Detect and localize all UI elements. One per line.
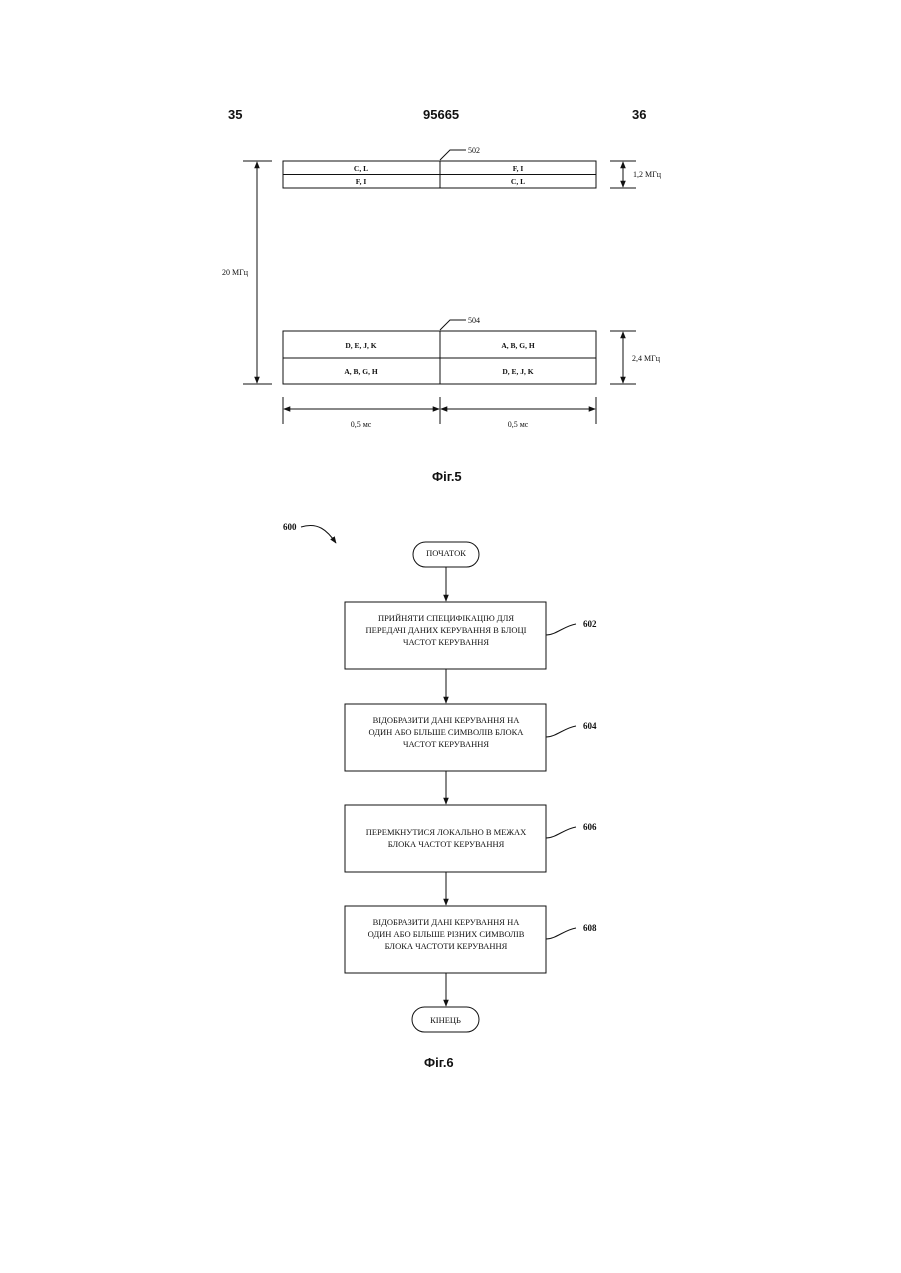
start-terminal-label: ПОЧАТОК <box>426 548 466 558</box>
band-504-leader <box>440 320 466 330</box>
band-502-width-label: 1,2 МГц <box>633 170 662 179</box>
figure-5-diagram: 502 C, L F, I F, I C, L 504 D, E, J, K A… <box>0 0 901 460</box>
figure-6-caption: Фіг.6 <box>424 1055 454 1070</box>
total-bandwidth-label: 20 МГц <box>222 268 249 277</box>
step-604-line-3: ЧАСТОТ КЕРУВАННЯ <box>403 739 489 749</box>
band-504-cell-r2c1: A, B, G, H <box>344 367 378 376</box>
slot-2-duration-label: 0,5 мс <box>508 420 529 429</box>
step-602-leader <box>546 624 576 635</box>
slot-1-duration-label: 0,5 мс <box>351 420 372 429</box>
flowchart-ref-600: 600 <box>283 522 297 532</box>
band-502-cell-r1c1: C, L <box>354 164 368 173</box>
slot-duration-dimension <box>283 397 596 424</box>
end-terminal-label: КІНЕЦЬ <box>430 1015 461 1025</box>
step-604-box <box>345 704 546 771</box>
control-band-504 <box>283 331 596 384</box>
band-502-cell-r2c1: F, I <box>356 177 367 186</box>
step-608-line-1: ВІДОБРАЗИТИ ДАНІ КЕРУВАННЯ НА <box>373 917 521 927</box>
step-604-line-2: ОДИН АБО БІЛЬШЕ СИМВОЛІВ БЛОКА <box>369 727 525 737</box>
figure-5-caption: Фіг.5 <box>432 469 462 484</box>
step-606-leader <box>546 827 576 838</box>
band-502-cell-r2c2: C, L <box>511 177 525 186</box>
step-608-leader <box>546 928 576 939</box>
band-502-label: 502 <box>468 146 480 155</box>
step-608-box <box>345 906 546 973</box>
step-602-line-1: ПРИЙНЯТИ СПЕЦИФІКАЦІЮ ДЛЯ <box>378 613 514 623</box>
band-504-cell-r2c2: D, E, J, K <box>502 367 533 376</box>
step-604-ref: 604 <box>583 721 597 731</box>
step-608-line-2: ОДИН АБО БІЛЬШЕ РІЗНИХ СИМВОЛІВ <box>368 929 525 939</box>
step-606-line-2: БЛОКА ЧАСТОТ КЕРУВАННЯ <box>388 839 505 849</box>
band-502-leader <box>440 150 466 160</box>
step-602-line-3: ЧАСТОТ КЕРУВАННЯ <box>403 637 489 647</box>
step-606-line-1: ПЕРЕМКНУТИСЯ ЛОКАЛЬНО В МЕЖАХ <box>366 827 527 837</box>
step-608-line-3: БЛОКА ЧАСТОТИ КЕРУВАННЯ <box>385 941 508 951</box>
band-504-label: 504 <box>468 316 480 325</box>
step-602-ref: 602 <box>583 619 597 629</box>
band-504-cell-r1c2: A, B, G, H <box>501 341 535 350</box>
start-terminal <box>413 542 479 567</box>
step-604-line-1: ВІДОБРАЗИТИ ДАНІ КЕРУВАННЯ НА <box>373 715 521 725</box>
flowchart-ref-600-arrow <box>301 525 336 543</box>
control-band-502 <box>283 161 596 188</box>
step-608-ref: 608 <box>583 923 597 933</box>
step-606-box <box>345 805 546 872</box>
band-502-cell-r1c2: F, I <box>513 164 524 173</box>
step-602-line-2: ПЕРЕДАЧІ ДАНИХ КЕРУВАННЯ В БЛОЦІ <box>366 625 527 635</box>
step-604-leader <box>546 726 576 737</box>
step-606-ref: 606 <box>583 822 597 832</box>
band-504-cell-r1c1: D, E, J, K <box>345 341 376 350</box>
end-terminal <box>412 1007 479 1032</box>
band-504-width-label: 2,4 МГц <box>632 354 661 363</box>
step-602-box <box>345 602 546 669</box>
